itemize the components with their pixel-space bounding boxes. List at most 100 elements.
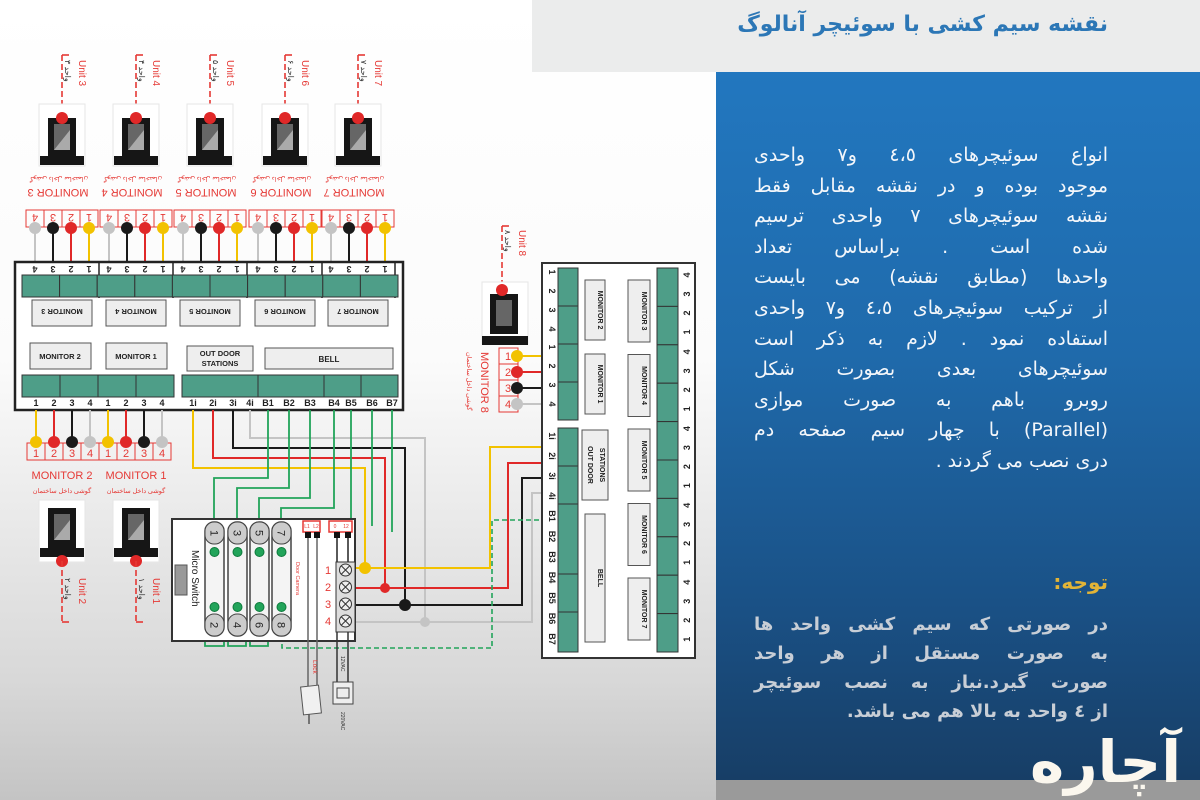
bell-wire bbox=[258, 410, 311, 522]
bell-label: BELL bbox=[319, 355, 340, 364]
switch-pin-cap bbox=[204, 613, 225, 637]
switch-pin-label: 7 bbox=[275, 530, 287, 536]
terminal-number: 2 bbox=[505, 367, 511, 379]
monitor-box-label-box bbox=[627, 279, 651, 343]
terminal-strip-cell bbox=[656, 613, 679, 653]
door-camera-wire bbox=[281, 519, 542, 649]
terminal-number: 4 bbox=[682, 272, 692, 277]
bell-terminal-label: B2 bbox=[547, 531, 557, 543]
terminal-number: 2 bbox=[682, 387, 692, 392]
terminal-number: 1 bbox=[86, 211, 92, 223]
description-text: انواع سوئیچرهای ٤،٥ و٧ واحدی موجود بوده … bbox=[754, 140, 1108, 477]
bell-wire bbox=[213, 410, 269, 522]
switch-pin-cap bbox=[249, 613, 270, 637]
outdoor-label-box bbox=[581, 429, 609, 501]
terminal-number: 1 bbox=[105, 448, 111, 460]
terminal-number: 4 bbox=[106, 264, 111, 274]
terminal-number: 2 bbox=[68, 264, 73, 274]
wire-junction-dot bbox=[204, 112, 216, 124]
terminal-number: 4 bbox=[106, 211, 112, 223]
description-panel: انواع سوئیچرهای ٤،٥ و٧ واحدی موجود بوده … bbox=[716, 72, 1200, 780]
switch-contact-dot bbox=[276, 602, 287, 612]
terminal-number: 3 bbox=[505, 383, 511, 395]
terminal-number: 2 bbox=[547, 363, 557, 368]
bell-label-box bbox=[264, 347, 394, 370]
monitor-screen-glare bbox=[54, 520, 70, 540]
switch-contact-dot bbox=[232, 547, 243, 557]
switch-contact-dot bbox=[209, 547, 220, 557]
bell-terminal-label: B6 bbox=[547, 613, 557, 625]
connector-pin bbox=[305, 532, 311, 538]
bell-terminal-label: B1 bbox=[262, 398, 274, 408]
terminal-number: 1 bbox=[234, 264, 239, 274]
monitor-label: MONITOR 8 bbox=[478, 352, 490, 413]
wire-junction-dot bbox=[420, 617, 430, 627]
description-line: موجود بوده و در نقشه مقابل فقط bbox=[754, 174, 1108, 197]
terminal-number: 1 bbox=[105, 398, 110, 408]
wire-junction-dot bbox=[66, 436, 78, 448]
page-title: نقشه سیم کشی با سوئیچر آنالوگ bbox=[737, 12, 1108, 37]
description-line: روبرو باهم به صورت موازی bbox=[754, 388, 1108, 411]
unit-label-fa: واحد ۴ bbox=[137, 60, 146, 82]
wire-junction-dot bbox=[213, 222, 225, 234]
bottom-strip bbox=[716, 780, 1200, 800]
terminal-number: 2 bbox=[216, 264, 221, 274]
terminal-number: 1 bbox=[682, 329, 692, 334]
unit-label: Unit 8 bbox=[516, 230, 527, 257]
terminal-number: 3 bbox=[124, 211, 130, 223]
unit-label: Unit 5 bbox=[224, 60, 235, 87]
terminal-strip-cell bbox=[96, 274, 136, 298]
power-pin-label: 0 bbox=[334, 524, 337, 530]
wire-junction-dot bbox=[30, 436, 42, 448]
wire-junction-dot bbox=[496, 284, 508, 296]
wire-4i bbox=[249, 410, 426, 622]
monitor-screen-glare bbox=[202, 130, 218, 150]
terminal-strip-cell bbox=[656, 574, 679, 615]
terminal-strip-cell bbox=[656, 305, 679, 346]
wire-to-right-4i bbox=[355, 492, 542, 623]
wire-junction-dot bbox=[288, 222, 300, 234]
monitor-box-label-box bbox=[584, 279, 606, 341]
header-bar: نقشه سیم کشی با سوئیچر آنالوگ bbox=[532, 0, 1200, 72]
monitor-box-label-box bbox=[627, 577, 651, 641]
brand-logo: آچاره bbox=[1030, 728, 1182, 796]
terminal-strip-cell bbox=[656, 536, 679, 576]
bell-terminal-label: B6 bbox=[366, 398, 378, 408]
input-terminal-label: 4i bbox=[246, 398, 254, 408]
note-line: صورت گیرد.نیاز به نصب سوئیچر bbox=[754, 672, 1108, 693]
wire-junction-dot bbox=[380, 583, 390, 593]
input-terminal-label: 1i bbox=[189, 398, 197, 408]
wire-to-right-1i bbox=[355, 446, 542, 569]
terminal-strip-cell bbox=[557, 611, 579, 653]
switch-pin-label: 2 bbox=[208, 622, 220, 628]
terminal-number: 4 bbox=[87, 448, 93, 460]
terminal-number: 2 bbox=[123, 398, 128, 408]
wire-junction-dot bbox=[102, 436, 114, 448]
monitor-box-label: MONITOR 7 bbox=[337, 307, 379, 316]
monitor-screen-glare bbox=[277, 130, 293, 150]
terminal-strip-cell bbox=[557, 573, 579, 613]
terminal-number: 1 bbox=[682, 560, 692, 565]
terminal-block-label: 3 bbox=[325, 599, 331, 611]
terminal-number: 1 bbox=[86, 264, 91, 274]
description-line: انواع سوئیچرهای ٤،٥ و٧ واحدی bbox=[754, 144, 1108, 166]
power-pin-box bbox=[328, 520, 353, 533]
terminal-number: 3 bbox=[69, 398, 74, 408]
wire-junction-dot bbox=[511, 350, 523, 362]
monitor-label: MONITOR 3 bbox=[28, 186, 89, 198]
lock-icon bbox=[300, 684, 322, 716]
wire-junction-dot bbox=[47, 222, 59, 234]
monitor-label-box bbox=[254, 299, 316, 327]
connector-pin bbox=[334, 532, 340, 538]
terminal-number: 4 bbox=[682, 426, 692, 431]
input-terminal-label: 2i bbox=[209, 398, 217, 408]
terminal-number: 1 bbox=[160, 264, 165, 274]
terminal-number: 2 bbox=[547, 288, 557, 293]
wire-junction-dot bbox=[361, 222, 373, 234]
bell-terminal-label: B3 bbox=[304, 398, 316, 408]
wire-junction-dot bbox=[511, 366, 523, 378]
wire-junction-dot bbox=[379, 222, 391, 234]
monitor-screen-glare bbox=[128, 520, 144, 540]
wire-to-right-2i bbox=[355, 462, 542, 589]
switch-pin-cap bbox=[227, 521, 248, 545]
